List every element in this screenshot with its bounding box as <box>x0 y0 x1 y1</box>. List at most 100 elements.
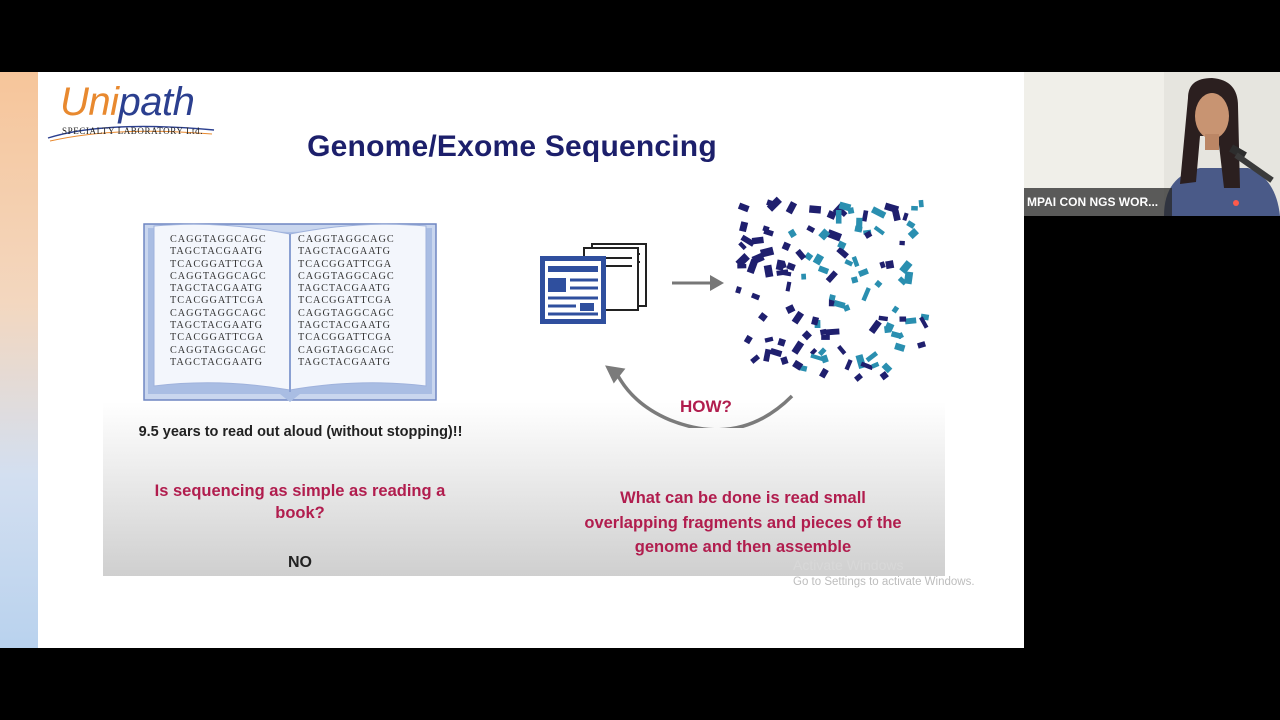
dna-fragment <box>781 241 791 252</box>
dna-fragment <box>785 304 796 314</box>
dna-fragments-illustration <box>735 196 930 382</box>
dna-fragment <box>911 205 918 211</box>
gray-gradient-panel <box>103 402 945 576</box>
book-page-left: CAGGTAGGCAGC TAGCTACGAATG TCACGGATTCGA C… <box>170 234 286 369</box>
dna-fragment <box>739 221 749 233</box>
dna-line: TAGCTACGAATG <box>298 356 391 368</box>
dna-fragment <box>826 210 837 220</box>
dna-fragment <box>785 281 792 292</box>
participant-name-label: MPAI CON NGS WOR... <box>1024 188 1172 216</box>
dna-fragment <box>902 212 909 222</box>
dna-fragment <box>759 246 775 258</box>
dna-fragment <box>857 268 869 278</box>
dna-fragment <box>817 347 827 357</box>
dna-fragment <box>780 356 789 366</box>
dna-fragment <box>818 228 831 241</box>
approach-text: What can be done is read small overlappi… <box>584 489 902 556</box>
dna-line: TAGCTACGAATG <box>170 356 263 368</box>
slide-side-gradient <box>0 72 38 648</box>
dna-fragment <box>801 330 812 341</box>
dna-fragment <box>879 261 886 269</box>
dna-fragment <box>825 328 840 336</box>
dna-line: CAGGTAGGCAGC <box>170 344 267 356</box>
logo-swoosh-icon <box>47 125 215 142</box>
dna-fragment <box>885 260 895 270</box>
dna-line: CAGGTAGGCAGC <box>298 344 395 356</box>
dna-line: CAGGTAGGCAGC <box>298 234 395 245</box>
dna-line: TAGCTACGAATG <box>170 246 263 258</box>
dna-line: TCACGGATTCGA <box>298 332 393 344</box>
dna-line: TCACGGATTCGA <box>298 295 393 307</box>
dna-line: TAGCTACGAATG <box>170 283 263 295</box>
dna-fragment <box>842 304 851 312</box>
dna-fragment <box>891 305 900 314</box>
dna-fragment <box>873 225 885 236</box>
dna-fragment <box>819 328 827 336</box>
book-icon <box>143 223 437 402</box>
dna-line: CAGGTAGGCAGC <box>170 270 267 282</box>
dna-line: TCACGGATTCGA <box>170 295 265 307</box>
dna-fragment <box>750 354 761 364</box>
dna-fragment <box>860 361 874 371</box>
dna-fragment <box>881 362 893 374</box>
dna-fragment <box>766 196 782 212</box>
dna-fragment <box>737 202 750 213</box>
dna-fragment <box>810 353 825 362</box>
dna-line: TAGCTACGAATG <box>298 283 391 295</box>
dna-line: CAGGTAGGCAGC <box>170 307 267 319</box>
dna-fragment <box>795 248 807 261</box>
dna-fragment <box>804 251 814 262</box>
dna-fragment <box>808 205 822 214</box>
dna-fragment <box>870 206 887 219</box>
arrow-right-icon <box>672 275 724 291</box>
slide-title: Genome/Exome Sequencing <box>307 130 717 163</box>
sequencing-question: Is sequencing as simple as reading a boo… <box>154 482 446 522</box>
presentation-slide: Unipath SPECIALTY LABORATORY Ltd. Genome… <box>0 72 1024 648</box>
activate-windows-subtitle: Go to Settings to activate Windows. <box>793 576 975 588</box>
dna-line: TAGCTACGAATG <box>298 320 391 332</box>
logo-wordmark-path: path <box>118 80 195 124</box>
participant-video-tile[interactable]: MPAI CON NGS WOR... <box>1024 72 1280 216</box>
dna-fragment <box>828 299 835 307</box>
dna-fragment <box>899 260 913 275</box>
dna-fragment <box>892 209 901 222</box>
logo-wordmark: Unipath <box>60 80 195 124</box>
dna-fragment <box>735 286 742 294</box>
dna-fragment <box>861 210 869 222</box>
dna-fragment <box>809 348 818 356</box>
dna-fragment <box>919 316 929 329</box>
unipath-logo: Unipath SPECIALTY LABORATORY Ltd. <box>46 80 226 150</box>
dna-fragment <box>836 246 849 259</box>
dna-fragment <box>884 322 895 333</box>
dna-fragment <box>791 310 805 325</box>
dna-fragment <box>847 207 855 215</box>
dna-fragment <box>878 315 889 322</box>
dna-fragment <box>851 256 860 268</box>
dna-fragment <box>764 336 774 343</box>
dna-fragment <box>865 351 879 363</box>
dna-line: TCACGGATTCGA <box>298 258 393 270</box>
dna-fragment <box>835 210 842 224</box>
dna-fragment <box>837 206 848 218</box>
dna-fragment <box>906 220 916 229</box>
answer-text: NO <box>288 554 312 571</box>
dna-fragment <box>786 262 796 271</box>
dna-fragment <box>787 228 797 239</box>
dna-fragment <box>907 227 919 240</box>
dna-line: TAGCTACGAATG <box>298 246 391 258</box>
reading-time-caption: 9.5 years to read out aloud (without sto… <box>138 424 463 440</box>
dna-fragment <box>821 334 830 340</box>
dna-fragment <box>763 264 774 278</box>
dna-fragment <box>850 276 859 284</box>
dna-fragment <box>740 234 756 247</box>
logo-tagline: SPECIALTY LABORATORY Ltd. <box>62 126 204 136</box>
dna-fragment <box>758 312 768 322</box>
dna-fragment <box>750 292 761 301</box>
dna-fragment <box>811 316 820 326</box>
dna-fragment <box>819 367 829 379</box>
dna-fragment <box>828 294 836 301</box>
dna-fragment <box>894 342 906 352</box>
dna-fragment <box>817 265 830 275</box>
dna-fragment <box>897 276 908 286</box>
dna-fragment <box>874 279 883 289</box>
